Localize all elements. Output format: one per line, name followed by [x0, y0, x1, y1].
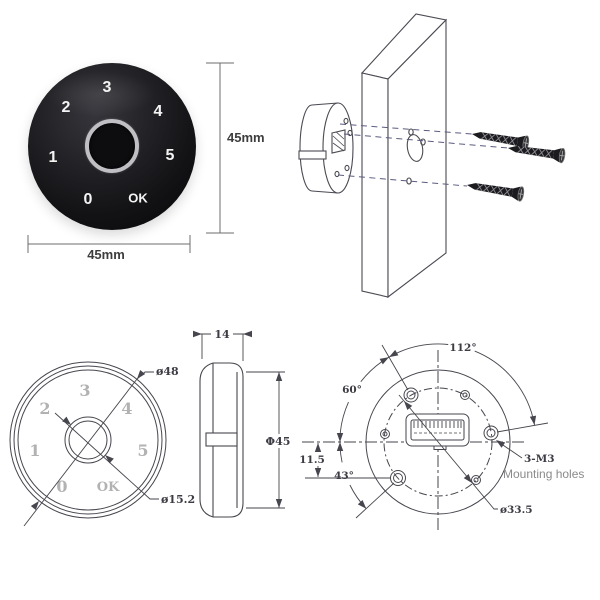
- installation-view: [298, 13, 567, 299]
- fingerprint-sensor-ring: [85, 119, 139, 173]
- dim-hole-offset-label: 11.5: [299, 454, 325, 466]
- device-connector-edge: [331, 129, 346, 154]
- front-outer-circle: [9, 361, 167, 519]
- dim-bolt-circle: ø33.5: [398, 394, 533, 516]
- front-key-0: 0: [56, 477, 67, 496]
- dim-sensor-diameter-label: ø15.2: [161, 493, 195, 506]
- dim-angle-112-label: 112°: [449, 342, 476, 354]
- angle-dimension-arcs: [336, 343, 549, 519]
- front-key-1: 1: [29, 441, 40, 460]
- keypad-key-ok: OK: [128, 190, 148, 206]
- keypad-key-4: 4: [153, 103, 163, 120]
- photo-width-dim-line: [27, 235, 191, 253]
- front-key-3: 3: [79, 381, 90, 400]
- keypad-key-0: 0: [83, 191, 93, 208]
- hole-spec-callout: 3-M3 Mounting holes: [494, 437, 584, 481]
- side-body-outline: [213, 362, 244, 518]
- dim-outer-diameter-label: ø48: [156, 365, 179, 378]
- front-key-5: 5: [137, 441, 148, 460]
- mounting-screws: [465, 126, 567, 203]
- panel-screw-hole: [408, 128, 414, 136]
- panel-front-face: [387, 18, 447, 299]
- m3-mounting-holes: [390, 387, 499, 486]
- keypad-key-3: 3: [102, 79, 112, 96]
- panel-screw-hole: [406, 177, 412, 185]
- screw-3: [465, 177, 526, 203]
- photo-height-dim-label: 45mm: [227, 130, 265, 145]
- hole-spec-note-label: Mounting holes: [503, 467, 584, 481]
- dim-bolt-circle-label: ø33.5: [500, 504, 533, 516]
- dim-hole-offset: 11.5: [296, 443, 390, 479]
- locating-holes: [380, 390, 481, 485]
- dim-side-diameter-label: Φ45: [266, 435, 291, 448]
- keypad-key-5: 5: [165, 147, 175, 164]
- photo-width-dim-label: 45mm: [87, 247, 125, 262]
- front-key-ok: OK: [97, 480, 120, 495]
- side-bezel-curve: [199, 362, 214, 518]
- lock-device-side: [298, 102, 354, 194]
- dim-thickness: 14: [193, 327, 252, 361]
- front-view-digits: 3 2 4 1 5 0 OK: [29, 381, 148, 496]
- photo-dimensions: 45mm 45mm: [27, 62, 265, 262]
- dim-side-diameter: Φ45: [246, 371, 294, 509]
- panel-side-face: [361, 72, 389, 298]
- dim-angle-60-label: 60°: [342, 384, 362, 396]
- mounting-panel: [360, 13, 448, 299]
- photo-highlight: [46, 71, 156, 117]
- front-sensor-circle: [64, 416, 112, 464]
- photo-height-dim-line: [206, 62, 234, 234]
- keypad-key-1: 1: [48, 149, 58, 166]
- dim-sensor-diameter: ø15.2: [54, 412, 195, 506]
- keypad-photo: 3 2 4 1 5 0 OK: [28, 63, 196, 230]
- panel-screw-hole: [420, 138, 426, 146]
- dim-angle-43-label: 43°: [334, 470, 354, 482]
- dim-outer-diameter: ø48: [23, 365, 179, 527]
- side-band: [205, 432, 238, 447]
- screw-alignment-lines: [337, 123, 509, 187]
- hole-spec-label: 3-M3: [524, 453, 555, 465]
- side-view-drawing: 14 Φ45: [193, 327, 294, 518]
- dim-thickness-label: 14: [214, 328, 230, 341]
- back-connector: [405, 413, 470, 450]
- keypad-key-2: 2: [61, 99, 71, 116]
- front-key-2: 2: [39, 399, 50, 418]
- device-band: [298, 150, 327, 160]
- front-key-4: 4: [121, 399, 132, 418]
- back-view-drawing: 112° 60° 43° 11.5 ø33.5 3-M: [296, 342, 584, 533]
- front-view-drawing: 3 2 4 1 5 0 OK ø48 ø15.2: [9, 361, 195, 527]
